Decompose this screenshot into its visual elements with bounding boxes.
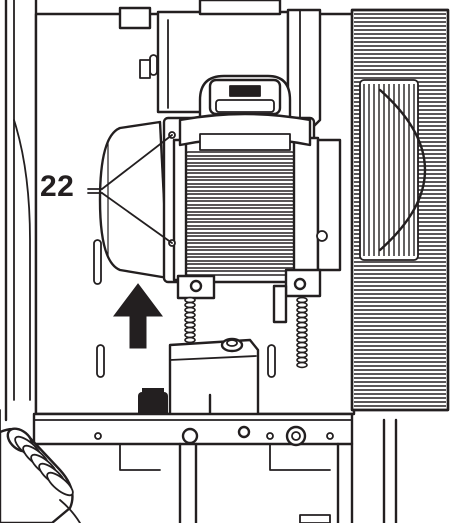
spring-coil <box>296 356 308 364</box>
cooling-fin <box>185 256 295 262</box>
up-arrow-icon <box>113 283 163 349</box>
spring-coil <box>184 301 196 309</box>
panel-slot <box>149 54 158 76</box>
motor-feet <box>176 268 322 324</box>
spring-coil <box>184 326 196 334</box>
cooling-fin <box>185 214 295 220</box>
panel-slot <box>93 239 102 285</box>
support-legs <box>119 418 398 523</box>
panel-slot <box>96 344 105 378</box>
spring-coil <box>296 346 308 354</box>
cooling-fin <box>185 165 295 171</box>
cooling-fin <box>185 207 295 213</box>
hose-ring <box>46 471 74 497</box>
motor-body <box>162 116 342 288</box>
spring-coil <box>296 306 308 314</box>
spring-coil <box>184 296 196 304</box>
spring-coil <box>296 311 308 319</box>
cooling-fin <box>185 193 295 199</box>
cooling-fin <box>185 249 295 255</box>
top-bracket <box>118 0 322 142</box>
cooling-fin <box>185 179 295 185</box>
spring-coil <box>184 311 196 319</box>
cooling-fin <box>185 228 295 234</box>
spring-coil <box>184 336 196 344</box>
spring-coil <box>296 301 308 309</box>
spring-coil <box>296 296 308 304</box>
cooling-fin <box>185 221 295 227</box>
terminal-box <box>178 74 312 151</box>
cooling-fin <box>185 158 295 164</box>
spring-coil <box>296 321 308 329</box>
cooling-fin <box>185 263 295 269</box>
spring-coil <box>296 331 308 339</box>
cooling-fin <box>185 172 295 178</box>
spring-coil <box>296 351 308 359</box>
cooling-fin <box>185 270 295 276</box>
cooling-fin <box>185 235 295 241</box>
springs <box>184 296 308 369</box>
spring-coil <box>296 336 308 344</box>
panel-slot <box>267 344 276 378</box>
cooling-fin <box>185 200 295 206</box>
cooling-fin <box>185 151 295 157</box>
bottom-rail <box>32 412 354 447</box>
spring-coil <box>296 326 308 334</box>
spring-coil <box>184 321 196 329</box>
part-number-label: 22 <box>40 170 75 203</box>
spring-coil <box>296 341 308 349</box>
spring-coil <box>184 331 196 339</box>
fan-grille <box>350 8 450 412</box>
spring-coil <box>184 316 196 324</box>
spring-coil <box>296 316 308 324</box>
hose-fitting <box>0 427 81 523</box>
spring-coil <box>184 306 196 314</box>
callout-leader <box>87 134 173 244</box>
cooling-fin <box>185 242 295 248</box>
cooling-fin <box>185 186 295 192</box>
spring-coil <box>296 361 308 369</box>
